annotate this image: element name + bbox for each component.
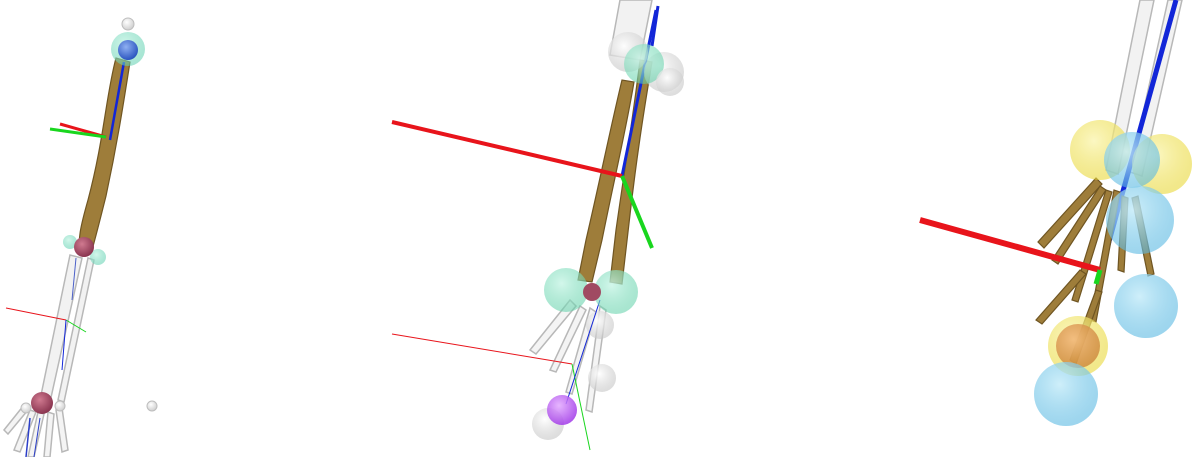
marker-elbow-teal[interactable] <box>624 44 664 84</box>
joint-wrist[interactable] <box>583 283 601 301</box>
hand-bones <box>2 403 69 457</box>
marker-elbow-gray-3[interactable] <box>656 68 684 96</box>
marker-stray[interactable] <box>146 400 158 412</box>
joint-wrist[interactable] <box>31 392 53 414</box>
marker-wrist-left[interactable] <box>20 402 32 414</box>
marker-cyan-4[interactable] <box>1034 362 1098 426</box>
marker-elbow-left[interactable] <box>63 235 77 249</box>
marker-wrist-teal-1[interactable] <box>544 268 588 312</box>
scene-forearm <box>391 0 684 451</box>
scene-hand <box>919 0 1192 426</box>
marker-cyan-3[interactable] <box>1114 274 1178 338</box>
marker-orange[interactable] <box>1056 324 1100 368</box>
joint-elbow[interactable] <box>74 237 94 257</box>
scene-upper-arm <box>2 17 158 457</box>
axis-gizmo-upper-arm <box>49 122 107 139</box>
marker-wrist-right[interactable] <box>54 400 66 412</box>
viewport-hand[interactable] <box>800 0 1195 457</box>
axis-gizmo-elbow <box>391 120 654 249</box>
marker-fingertip-violet[interactable] <box>547 395 577 425</box>
axis-gizmo-forearm <box>5 307 87 371</box>
marker-elbow-right[interactable] <box>90 249 106 265</box>
viewport-upper-arm[interactable] <box>0 0 390 457</box>
axis-gizmo-hand <box>919 217 1103 285</box>
marker-wrist-teal-2[interactable] <box>594 270 638 314</box>
marker-cyan-2[interactable] <box>1106 186 1174 254</box>
marker-hand-gray-2[interactable] <box>588 364 616 392</box>
forearm-bones <box>577 9 658 285</box>
marker-cyan-1[interactable] <box>1104 132 1160 188</box>
humerus-bone <box>78 57 131 251</box>
joint-shoulder[interactable] <box>118 40 138 60</box>
viewport-forearm[interactable] <box>390 0 800 457</box>
marker-top[interactable] <box>121 17 135 31</box>
axis-gizmo-wrist <box>391 299 601 451</box>
marker-hand-gray-1[interactable] <box>586 311 614 339</box>
forearm-bones <box>39 254 95 403</box>
